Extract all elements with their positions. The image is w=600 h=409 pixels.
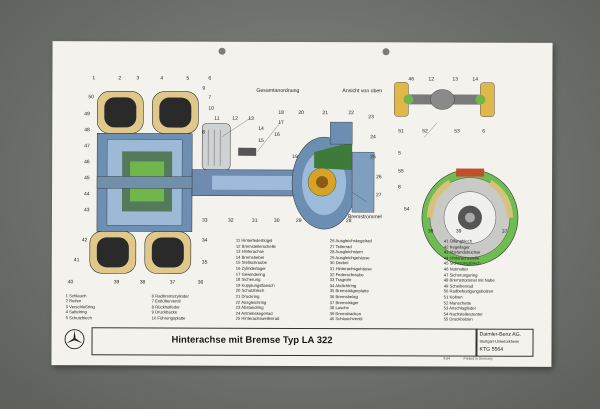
page-title: Hinterachse mit Bremse Typ LA 322 bbox=[171, 334, 333, 347]
callout-number: 24 bbox=[370, 134, 376, 141]
legend-item: 5 Schutzblech bbox=[65, 314, 92, 320]
callout-number: 41 bbox=[73, 257, 80, 264]
mercedes-star-logo bbox=[64, 329, 85, 350]
legend-item: 55 Druckbolzen bbox=[443, 316, 473, 322]
legend-item: 26 Ausgleichskegelrad bbox=[329, 238, 372, 244]
callout-number: 12 bbox=[232, 115, 238, 122]
legend-column-1: 1 Schlauch 2 Reifen 3 Verschlußring 4 Sa… bbox=[66, 293, 95, 320]
callout-number: 6 bbox=[482, 128, 486, 135]
print-date: 8.64 bbox=[443, 356, 451, 361]
callout-number: 42 bbox=[81, 237, 88, 244]
company-place: Stuttgart-Untertürkheim bbox=[479, 339, 519, 344]
callout-number: 30 bbox=[273, 217, 280, 224]
wheel-bottom-right bbox=[144, 231, 192, 274]
callout-number: 29 bbox=[295, 217, 302, 224]
callout-number: 43 bbox=[83, 207, 90, 214]
callout-number: 33 bbox=[201, 217, 208, 224]
callout-number: 4 bbox=[160, 75, 164, 82]
poster: Gesamtanordnung Ansicht von oben Bremstr… bbox=[51, 41, 553, 367]
callout-number: 45 bbox=[84, 175, 90, 182]
legend-column-3: 11 Hinterfederbügel 12 Bremstellerschell… bbox=[236, 238, 280, 322]
callout-number: 48 bbox=[84, 127, 90, 134]
callout-number: 51 bbox=[398, 128, 404, 135]
callout-number: 15 bbox=[258, 137, 264, 144]
callout-number: 37 bbox=[169, 279, 176, 286]
callout-number: 28 bbox=[345, 218, 352, 225]
callout-number: 21 bbox=[322, 110, 328, 117]
callout-number: 34 bbox=[201, 237, 208, 244]
callout-number: 25 bbox=[370, 154, 376, 161]
label-gesamtanordnung: Gesamtanordnung bbox=[256, 87, 300, 94]
callout-number: 36 bbox=[427, 228, 434, 235]
callout-number: 16 bbox=[274, 131, 280, 138]
callout-number: 38 bbox=[139, 279, 146, 286]
callout-number: 23 bbox=[368, 114, 374, 121]
print-note: Printed in Germany bbox=[463, 356, 493, 361]
wheel-top-left bbox=[96, 91, 144, 134]
callout-number: 18 bbox=[278, 109, 284, 116]
legend-item: 31 Hinterachsgehäuse bbox=[329, 266, 372, 272]
callout-number: 20 bbox=[298, 109, 304, 117]
callout-number: 13 bbox=[248, 115, 254, 122]
callout-number: 14 bbox=[472, 76, 479, 83]
legend-column-4: 26 Ausgleichskegelrad 27 Tellerrad 28 Au… bbox=[330, 238, 372, 322]
callout-number: 11 bbox=[214, 115, 220, 122]
callout-number: 35 bbox=[201, 259, 208, 266]
wheel-top-right bbox=[151, 91, 199, 134]
callout-number: 12 bbox=[428, 76, 435, 83]
callout-number: 27 bbox=[376, 192, 382, 199]
legend-item: 10 Führungsplatte bbox=[151, 315, 186, 321]
callout-number: 3 bbox=[136, 75, 140, 82]
axle-cutaway-illustration bbox=[89, 82, 519, 274]
callout-number: 50 bbox=[88, 94, 94, 101]
company-name: Daimler-Benz AG. bbox=[479, 331, 522, 338]
callout-number: 46 bbox=[84, 159, 90, 166]
callout-number: 39 bbox=[455, 228, 462, 235]
label-ansicht-von-oben: Ansicht von oben bbox=[342, 88, 383, 95]
document-code: KTG 5564 bbox=[479, 346, 504, 353]
legend-column-2: 6 Radbremszylinder 7 Entlüfterventil 8 R… bbox=[152, 293, 189, 320]
callout-number: 1 bbox=[92, 75, 96, 82]
callout-number: 46 bbox=[408, 76, 415, 83]
callout-number: 47 bbox=[84, 143, 90, 150]
callout-number: 55 bbox=[398, 168, 404, 175]
callout-number: 8 bbox=[398, 184, 401, 191]
callout-number: 39 bbox=[113, 279, 120, 286]
callout-number: 8 bbox=[202, 129, 206, 136]
callout-number: 14 bbox=[258, 125, 264, 132]
callout-number: 26 bbox=[376, 174, 382, 181]
callout-number: 32 bbox=[227, 217, 234, 224]
callout-number: 44 bbox=[84, 191, 90, 198]
callout-number: 52 bbox=[422, 128, 428, 135]
callout-number: 49 bbox=[84, 111, 90, 118]
callout-number: 10 bbox=[208, 105, 214, 112]
callout-number: 19 bbox=[292, 153, 298, 160]
callout-number: 17 bbox=[278, 119, 284, 126]
callout-number: 36 bbox=[197, 279, 204, 286]
callout-number: 6 bbox=[208, 75, 212, 82]
callout-number: 5 bbox=[186, 75, 190, 82]
callout-number: 9 bbox=[202, 85, 206, 92]
callout-number: 5 bbox=[398, 150, 401, 157]
callout-number: 40 bbox=[67, 279, 74, 286]
callout-number: 31 bbox=[251, 217, 258, 224]
legend-item: 40 Schlauchventil bbox=[329, 316, 363, 322]
legend-item: 25 Hinterachswellenrad bbox=[235, 316, 280, 322]
legend-column-5: 41 Ölfangblech 42 Kegellager 43 Abstands… bbox=[444, 238, 495, 322]
wheel-bottom-left bbox=[89, 231, 137, 274]
callout-number: 7 bbox=[208, 94, 212, 101]
callout-number: 53 bbox=[454, 128, 460, 135]
callout-number: 2 bbox=[118, 75, 122, 82]
label-bremstrommel: Bremstrommel bbox=[347, 214, 382, 221]
callout-number: 13 bbox=[452, 76, 459, 83]
callout-number: 54 bbox=[403, 206, 410, 213]
callout-number: 22 bbox=[348, 110, 354, 117]
callout-number: 37 bbox=[501, 228, 508, 235]
